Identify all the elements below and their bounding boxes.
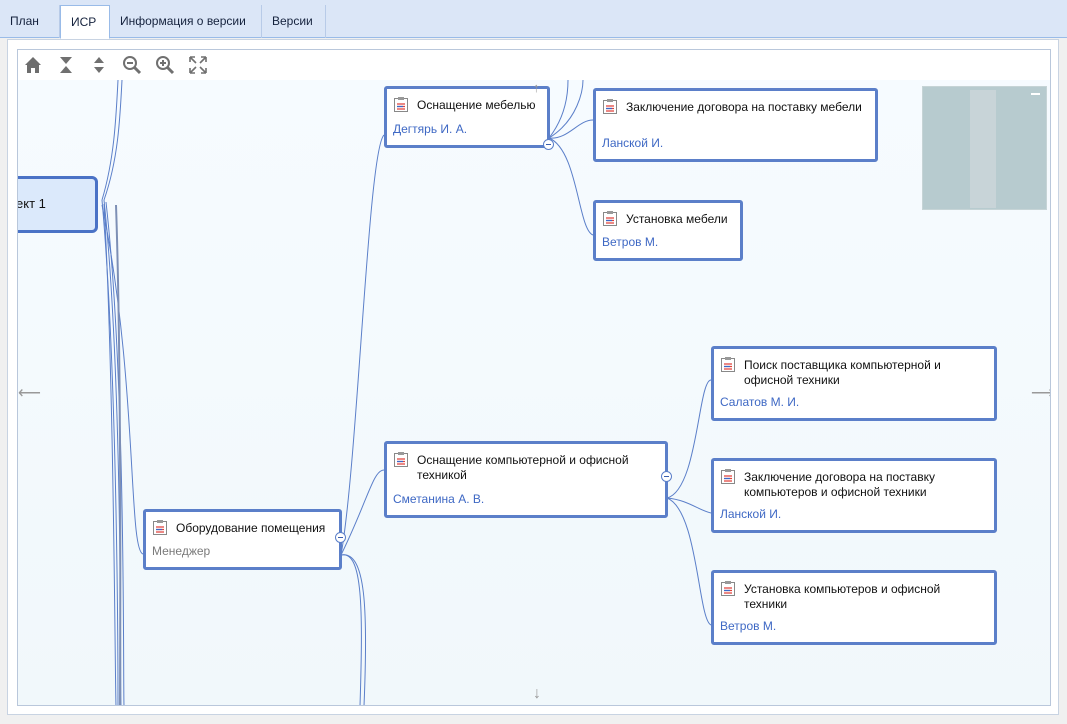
zoom-out-icon[interactable] [121,54,143,76]
minimap[interactable] [922,86,1047,210]
collapse-toggle-icon[interactable] [661,471,672,482]
task-icon [721,357,735,372]
node-assignee[interactable]: Ветров М. [602,235,659,249]
collapse-toggle-icon[interactable] [335,532,346,543]
node-assignee[interactable]: Ланской И. [602,136,664,150]
node-assignee[interactable]: Менеджер [152,544,211,558]
fit-screen-icon[interactable] [187,54,209,76]
pan-up-icon[interactable]: ↑ [533,80,540,95]
home-icon[interactable] [22,54,44,76]
minimap-viewport[interactable] [970,90,996,208]
root-project-node[interactable]: ект 1 [18,176,98,233]
node-title: Заключение договора на поставку компьюте… [744,470,935,499]
collapse-all-icon[interactable] [55,54,77,76]
tab-plan[interactable]: План [0,5,60,38]
task-icon [603,99,617,114]
node-title: Оснащение мебелью [417,98,536,112]
diagram-toolbar [18,50,1050,81]
pan-down-icon[interactable]: ↓ [533,685,541,702]
diagram-canvas[interactable]: ект 1 Оснащение мебелью Дегтярь И. А. За… [18,80,1050,705]
tab-wbs[interactable]: ИСР [60,5,110,39]
node-furniture[interactable]: Оснащение мебелью Дегтярь И. А. [384,86,550,148]
node-assignee[interactable]: Ветров М. [720,619,777,633]
root-project-label: ект 1 [18,196,46,211]
task-icon [394,97,408,112]
expand-all-icon[interactable] [88,54,110,76]
node-title: Установка компьютеров и офисной техники [744,582,941,611]
node-title: Оснащение компьютерной и офисной технико… [417,453,629,482]
task-icon [394,452,408,467]
task-icon [603,211,617,226]
node-computers-contract[interactable]: Заключение договора на поставку компьюте… [711,458,997,533]
node-title: Оборудование помещения [176,521,326,535]
node-assignee[interactable]: Ланской И. [720,507,782,521]
node-computers-install[interactable]: Установка компьютеров и офисной техники … [711,570,997,645]
node-assignee[interactable]: Дегтярь И. А. [393,122,468,136]
task-icon [721,469,735,484]
node-title: Установка мебели [626,212,728,226]
node-assignee[interactable]: Сметанина А. В. [393,492,485,506]
task-icon [153,520,167,535]
zoom-in-icon[interactable] [154,54,176,76]
node-assignee[interactable]: Салатов М. И. [720,395,800,409]
node-furniture-install[interactable]: Установка мебели Ветров М. [593,200,743,261]
pan-left-icon[interactable]: ⟵ [18,385,41,402]
tab-bar: План ИСР Информация о версии Версии [0,0,1067,39]
pan-right-icon[interactable]: ⟶ [1031,386,1050,402]
tab-version-info[interactable]: Информация о версии [110,5,262,38]
node-computers-supplier[interactable]: Поиск поставщика компьютерной и офисной … [711,346,997,421]
node-computers[interactable]: Оснащение компьютерной и офисной технико… [384,441,668,518]
collapse-toggle-icon[interactable] [543,139,554,150]
node-title: Заключение договора на поставку мебели [626,100,862,114]
tab-versions[interactable]: Версии [262,5,326,38]
task-icon [721,581,735,596]
connector-lines [101,80,712,705]
wbs-diagram: ект 1 Оснащение мебелью Дегтярь И. А. За… [17,49,1051,706]
node-furniture-contract[interactable]: Заключение договора на поставку мебели Л… [593,88,878,162]
minimize-icon[interactable] [1031,93,1040,95]
node-equipment[interactable]: Оборудование помещения Менеджер [143,509,342,570]
node-title: Поиск поставщика компьютерной и офисной … [744,358,941,387]
